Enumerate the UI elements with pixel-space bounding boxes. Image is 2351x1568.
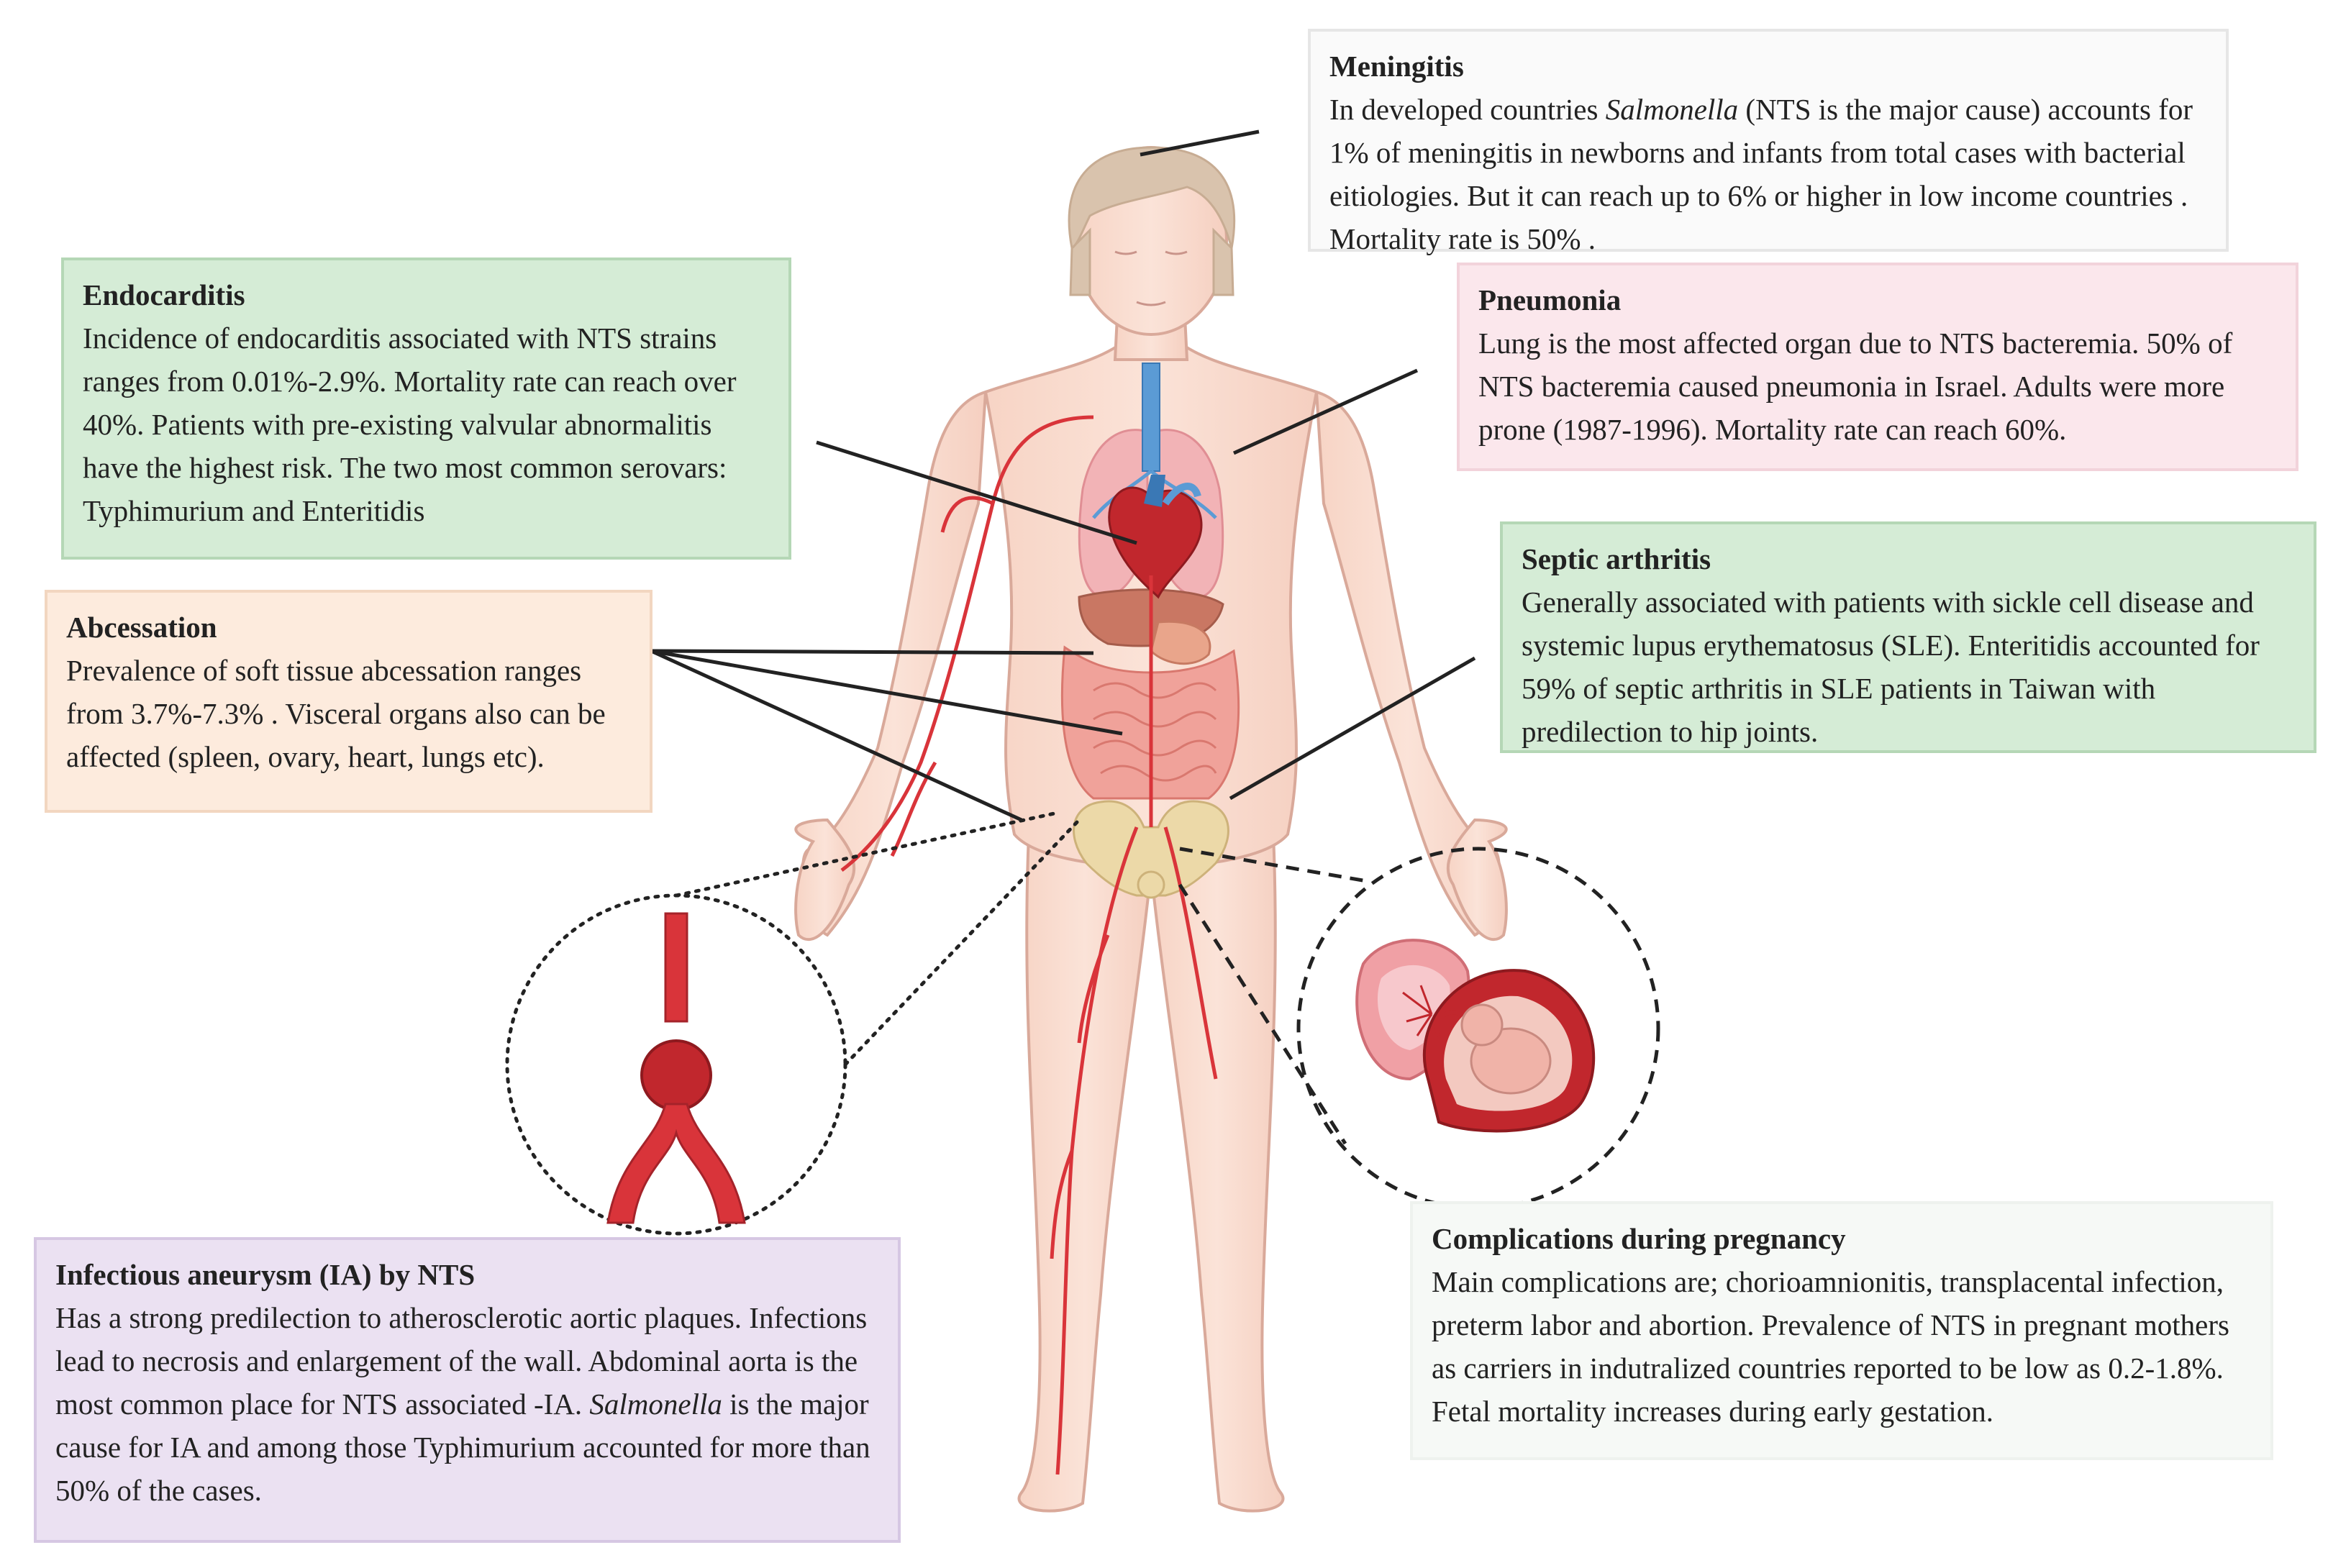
septic-arthritis-title: Septic arthritis — [1522, 542, 1711, 575]
abcessation-annotation: Abcessation Prevalence of soft tissue ab… — [45, 590, 652, 813]
heart-icon — [1108, 475, 1203, 599]
pregnancy-title: Complications during pregnancy — [1432, 1222, 1846, 1255]
hair-icon — [1068, 146, 1236, 296]
septic-arthritis-text: Generally associated with patients with … — [1522, 585, 2260, 748]
aneurysm-vessel-icon — [606, 912, 746, 1224]
aneurysm-annotation: Infectious aneurysm (IA) by NTS Has a st… — [34, 1237, 901, 1543]
pointer-lines — [650, 129, 1476, 822]
aneurysm-zoom — [505, 811, 1081, 1236]
aneurysm-text: Has a strong predilection to atheroscler… — [55, 1301, 870, 1507]
aneurysm-title: Infectious aneurysm (IA) by NTS — [55, 1258, 476, 1291]
pregnancy-text: Main complications are; chorioamnionitis… — [1432, 1265, 2229, 1428]
pregnancy-annotation: Complications during pregnancy Main comp… — [1410, 1201, 2273, 1460]
endocarditis-title: Endocarditis — [83, 278, 245, 311]
septic-arthritis-annotation: Septic arthritis Generally associated wi… — [1500, 521, 2316, 753]
meningitis-annotation: Meningitis In developed countries Salmon… — [1308, 29, 2229, 255]
pneumonia-annotation: Pneumonia Lung is the most affected orga… — [1457, 263, 2298, 471]
endocarditis-annotation: Endocarditis Incidence of endocarditis a… — [61, 257, 791, 560]
pneumonia-text: Lung is the most affected organ due to N… — [1478, 327, 2233, 446]
meningitis-title: Meningitis — [1329, 50, 1464, 83]
abcessation-text: Prevalence of soft tissue abcessation ra… — [66, 654, 606, 773]
artery-network — [840, 415, 1218, 1475]
pelvis-icon — [1073, 800, 1229, 899]
meningitis-text: In developed countries Salmonella (NTS i… — [1329, 93, 2193, 255]
pneumonia-title: Pneumonia — [1478, 283, 1622, 316]
trachea-icon — [1142, 363, 1160, 472]
fetus-in-uterus-icon — [1422, 969, 1596, 1133]
abcessation-title: Abcessation — [66, 611, 217, 644]
stomach-icon — [1150, 620, 1211, 665]
face-icon — [1114, 250, 1188, 306]
endocarditis-text: Incidence of endocarditis associated wit… — [83, 322, 737, 527]
